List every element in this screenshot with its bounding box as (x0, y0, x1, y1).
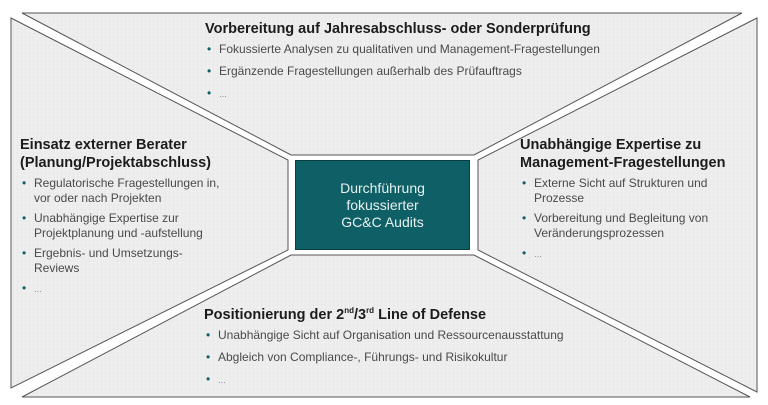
right-panel-shape (477, 17, 758, 393)
list-item: •Abgleich von Compliance-, Führungs- und… (206, 349, 508, 364)
left-panel-shape (10, 17, 289, 389)
bottom-panel: Positionierung der 2nd/3rd Line of Defen… (204, 302, 684, 395)
bullet-icon: • (206, 327, 211, 342)
list-item: •Ergänzende Fragestellungen außerhalb de… (207, 64, 522, 78)
top-panel: Vorbereitung auf Jahresabschluss- oder S… (205, 20, 685, 109)
left-panel: Einsatz externer Berater (Planung/Projek… (20, 136, 285, 302)
left-title-line1: Einsatz externer Berater (20, 137, 187, 153)
bullet-icon: • (206, 371, 211, 386)
list-item: •Vorbereitung und Begleitung von Verände… (522, 211, 709, 240)
right-title-line1: Unabhängige Expertise zu (520, 137, 702, 153)
list-item: •Unabhängige Sicht auf Organisation und … (206, 327, 564, 342)
list-item: •… (522, 246, 542, 260)
right-panel: Unabhängige Expertise zu Management-Frag… (520, 136, 755, 267)
bullet-icon: • (522, 176, 527, 190)
top-bullet-list: •Fokussierte Analysen zu qualitativen un… (205, 42, 685, 102)
bullet-icon: • (22, 246, 27, 260)
bullet-icon: • (22, 281, 27, 295)
top-panel-title: Vorbereitung auf Jahresabschluss- oder S… (205, 21, 591, 37)
left-panel-title: Einsatz externer Berater (Planung/Projek… (20, 136, 285, 172)
bottom-panel-shape (21, 254, 751, 398)
list-item: •… (206, 371, 226, 386)
bullet-icon: • (207, 64, 212, 78)
bottom-bullet-list: •Unabhängige Sicht auf Organisation und … (204, 328, 684, 388)
bullet-icon: • (22, 176, 27, 190)
center-label: Durchführung fokussierter GC&C Audits (340, 179, 425, 230)
bottom-panel-title: Positionierung der 2nd/3rd Line of Defen… (204, 306, 487, 323)
bullet-icon: • (207, 42, 212, 56)
bullet-icon: • (206, 349, 211, 364)
list-item: •Externe Sicht auf Strukturen und Prozes… (522, 176, 708, 205)
list-item: •… (22, 281, 42, 295)
right-title-line2: Management-Fragestellungen (520, 155, 726, 171)
list-item: •Unabhängige Expertise zur Projektplanun… (22, 211, 203, 240)
top-panel-shape (21, 12, 743, 156)
bullet-icon: • (522, 211, 527, 225)
bullet-icon: • (522, 246, 527, 260)
right-panel-title: Unabhängige Expertise zu Management-Frag… (520, 136, 755, 172)
list-item: •Fokussierte Analysen zu qualitativen un… (207, 42, 600, 56)
left-bullet-list: •Regulatorische Fragestellungen in, vor … (20, 176, 220, 297)
center-box: Durchführung fokussierter GC&C Audits (295, 160, 470, 250)
bullet-icon: • (22, 211, 27, 225)
list-item: •… (207, 86, 227, 100)
list-item: •Regulatorische Fragestellungen in, vor … (22, 176, 220, 205)
left-title-line2: (Planung/Projektabschluss) (20, 155, 211, 171)
right-bullet-list: •Externe Sicht auf Strukturen und Prozes… (520, 176, 730, 262)
bullet-icon: • (207, 86, 212, 100)
list-item: •Ergebnis- und Umsetzungs-Reviews (22, 246, 183, 275)
